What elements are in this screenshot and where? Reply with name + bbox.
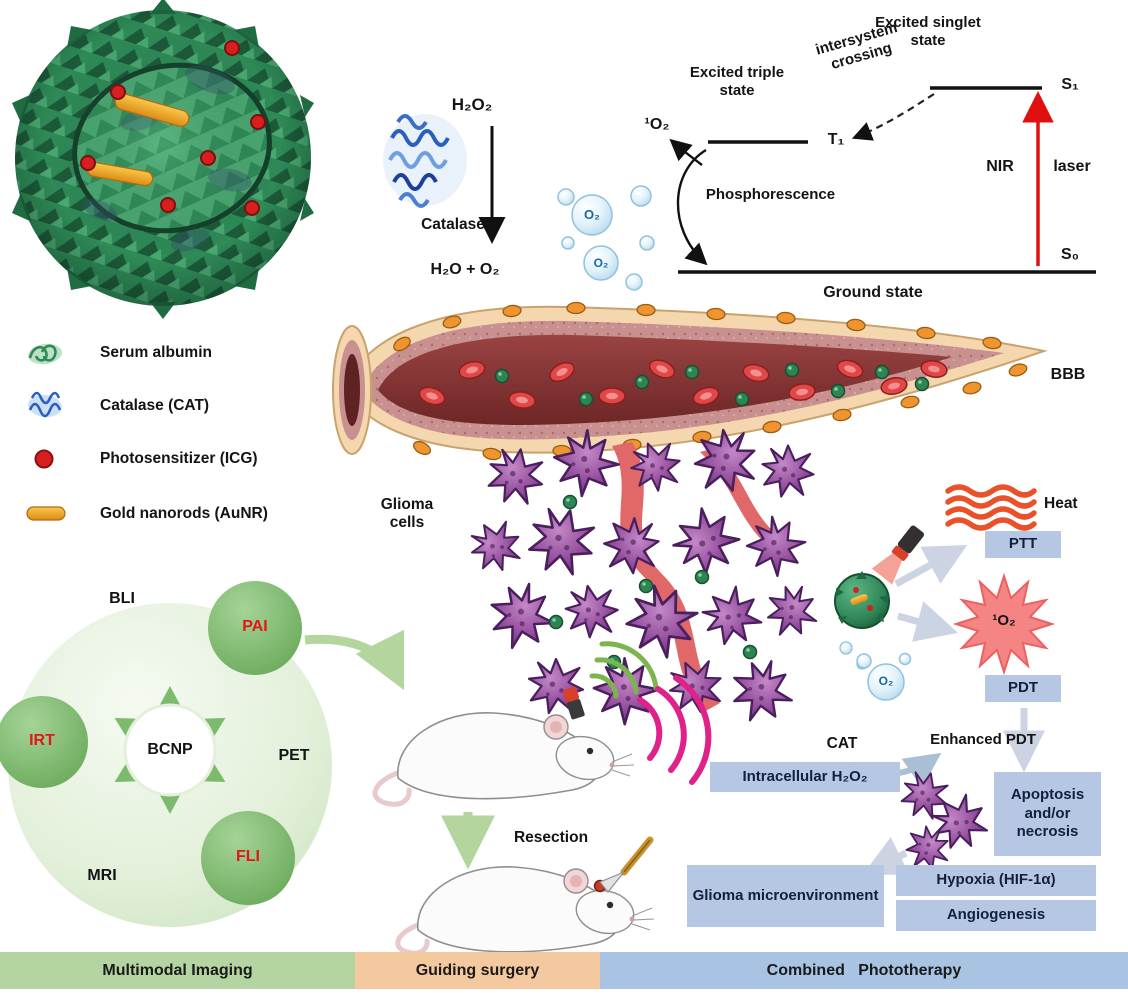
hypoxia-box: Hypoxia (HIF-1α) [896,865,1096,896]
fli-circle [201,811,295,905]
icg-dots [80,40,266,216]
mouse-imaging [372,641,712,807]
catalase-label: Catalase [421,216,485,233]
green-signal-arcs [589,641,659,699]
multimodal-imaging-bar: Multimodal Imaging [0,952,355,989]
resection-label: Resection [513,829,589,846]
nir-label: NIR [986,158,1014,175]
laser-label: laser [1053,158,1091,175]
glioma-microenvironment-box: Glioma microenvironment [687,865,884,927]
h2o2-label: H₂O₂ [451,95,493,114]
scalpel-icon [599,836,654,893]
bbb-label: BBB [1050,366,1086,383]
blood-vessel [332,301,1048,712]
pai-circle [208,581,302,675]
bli-label: BLI [109,590,135,607]
arrow-to-pdt [897,601,959,642]
legend-catalase: Catalase (CAT) [100,397,210,414]
catalase-protein-icon [383,114,467,208]
singlet-oxygen-arrow [669,138,703,166]
fli-label: FLI [236,848,260,865]
oxygen-bubbles [557,185,655,291]
excited-singlet-state-label: Excited singlet state [875,14,981,49]
ptt-box: PTT [985,531,1061,558]
t1-label: T₁ [827,131,845,148]
mri-label: MRI [87,867,117,884]
cat-label: CAT [826,735,858,752]
angiogenesis-box: Angiogenesis [896,900,1096,931]
serum-albumin-icon [28,343,62,365]
o2-bubble-label: O₂ [584,207,600,222]
pdt-box: PDT [985,675,1061,702]
singlet-oxygen-label: ¹O₂ [644,116,670,133]
intersystem-crossing-arrow [851,93,935,141]
nir-laser-device [871,525,925,585]
arrow-to-ptt [894,544,968,588]
phosphorescence-label: Phosphorescence [705,186,836,203]
pet-label: PET [278,747,310,764]
heat-waves [945,484,1037,531]
mouse-surgery [395,836,655,956]
irt-label: IRT [29,732,55,749]
o2-bubble-label-2: O₂ [593,256,609,270]
reaction-products-label: H₂O + O₂ [430,261,500,278]
nanoparticle-laser-node [834,525,968,670]
gold-nanorod-icon [26,506,66,521]
pai-label: PAI [242,618,268,635]
vessel-branch [612,442,720,712]
ground-state-label: Ground state [823,284,923,301]
pink-signal-arcs [637,675,712,785]
glioma-cells-label: Glioma cells [380,496,434,532]
photosensitizer-icon [34,449,54,469]
jablonski-diagram [669,86,1096,274]
bcnp-nanoparticle-3d [12,0,314,319]
multimodal-imaging-wheel [0,581,405,927]
s1-label: S₁ [1061,76,1079,93]
legend-serum-albumin: Serum albumin [100,344,212,361]
intracellular-h2o2-box: Intracellular H₂O₂ [710,762,900,792]
phosphorescence-arrow [676,148,708,266]
starburst-singlet-oxygen-label: ¹O₂ [992,612,1016,629]
catalase-legend-icon [28,391,62,418]
bcnp-label: BCNP [147,741,193,758]
s0-label: S₀ [1061,246,1079,263]
irt-circle [0,696,88,788]
excited-triple-state-label: Excited triple state [689,64,785,99]
combined-phototherapy-bar: Combined Phototherapy [600,952,1128,989]
heat-label: Heat [1044,495,1078,512]
head-laser-device [562,686,585,720]
oxygen-bubble-cat [856,652,912,701]
glioma-clump [896,766,997,876]
legend-photosensitizer: Photosensitizer (ICG) [100,450,258,467]
singlet-oxygen-starburst [952,572,1056,676]
o2-bubble-cat-label: O₂ [878,674,894,688]
apoptosis-box: Apoptosis and/or necrosis [994,772,1101,856]
enhanced-pdt-label: Enhanced PDT [930,731,1036,748]
guiding-surgery-bar: Guiding surgery [355,952,600,989]
legend-gold-nanorods: Gold nanorods (AuNR) [100,505,268,522]
imaging-to-mouse-arrow [304,629,405,691]
